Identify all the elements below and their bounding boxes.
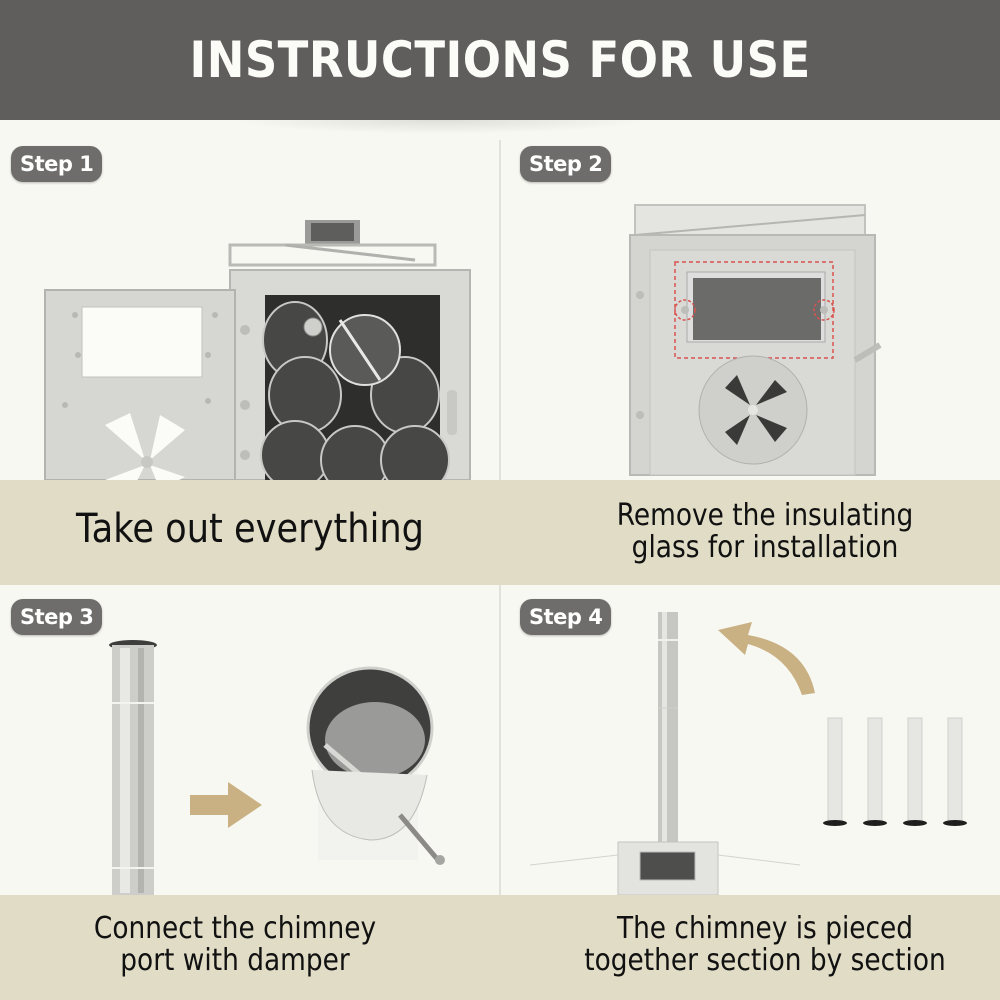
column-divider [499, 140, 501, 480]
step-3-badge: Step 3 [11, 599, 103, 635]
step-4-assembled-chimney-image [529, 612, 967, 895]
column-divider [499, 585, 501, 895]
step-4-badge: Step 4 [520, 599, 612, 635]
page-title: INSTRUCTIONS FOR USE [189, 31, 811, 89]
step-2-caption: Remove the insulating glass for installa… [616, 498, 914, 565]
caption-band-row-1 [0, 480, 1000, 585]
step-1-caption: Take out everything [75, 506, 425, 552]
header-shadow [230, 120, 650, 134]
step-3-chimney-damper-image [109, 640, 445, 895]
step-2-badge: Step 2 [520, 146, 612, 182]
caption-band-row-2 [0, 895, 1000, 1000]
header-banner: INSTRUCTIONS FOR USE [0, 0, 1000, 120]
step-1-stove-open-image [44, 220, 471, 480]
step-3-caption: Connect the chimney port with damper [93, 911, 377, 978]
step-4-caption: The chimney is pieced together section b… [584, 911, 946, 978]
step-2-stove-glass-image [629, 204, 882, 476]
step-1-badge: Step 1 [11, 146, 103, 182]
